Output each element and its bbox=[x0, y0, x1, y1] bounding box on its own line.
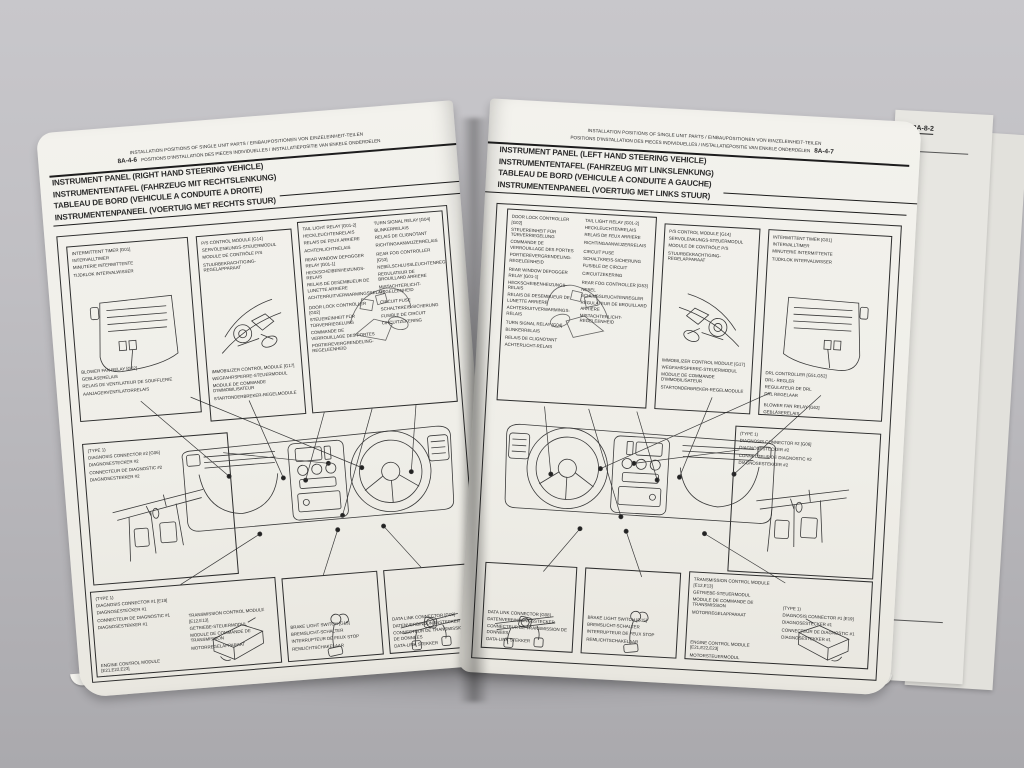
right-page: INSTALLATION POSITIONS OF SINGLE UNIT PA… bbox=[458, 98, 922, 696]
callout-group: P/S CONTROL MODULE [G14]SERVOLENKUNGS-ST… bbox=[201, 234, 289, 273]
dlc-art bbox=[492, 605, 560, 651]
callout-group: IMMOBILIZER CONTROL MODULE [G17]WEGFAHRS… bbox=[211, 362, 299, 401]
callout-box-ecm-tcm-diag1: (TYPE 1)DIAGNOSIS CONNECTOR #1 [E19]DIAG… bbox=[89, 576, 283, 678]
ecm-art bbox=[197, 612, 277, 668]
right-page-number: 8A-4-7 bbox=[814, 147, 834, 156]
relay-cluster-art bbox=[337, 278, 422, 354]
callout-group: DOOR LOCK CONTROLLER [G02]STEUEREINHEIT … bbox=[509, 214, 578, 267]
door-panel-art bbox=[777, 293, 874, 382]
ecm-art bbox=[785, 614, 864, 668]
callout-box-tcm-diag1-ecm: TRANSMISSION CONTROL MODULE [E12,E13]GET… bbox=[684, 571, 873, 670]
callout-group: REAR FOG CONTROLLER [G53]NEBELSCHLUSSLEU… bbox=[376, 247, 454, 296]
dashboard-illustration-rhd bbox=[173, 402, 464, 548]
console-art bbox=[747, 478, 856, 572]
callout-box-data-link: DATA LINK CONNECTOR [G08]DATENVERBINDUNG… bbox=[480, 561, 578, 653]
callout-group: BRAKE LIGHT SWITCH [G15]BREMSLICHT-SCHAL… bbox=[586, 615, 673, 647]
steering-column-art bbox=[670, 283, 746, 365]
callout-group: REAR WINDOW DEFOGGER RELAY [G01-1]HECKSC… bbox=[305, 252, 386, 301]
callout-box-relays: TAIL LIGHT RELAY [G01-2]HECKLEUCHTENRELA… bbox=[296, 210, 458, 414]
right-diagram-frame: DOOR LOCK CONTROLLER [G02]STEUEREINHEIT … bbox=[471, 202, 902, 681]
console-art bbox=[105, 483, 216, 577]
callout-box-ps-immobilizer: P/S CONTROL MODULE [G14]SERVOLENKUNGS-ST… bbox=[195, 228, 307, 422]
leader-lines bbox=[472, 204, 901, 680]
callout-group: REAR FOG CONTROLLER [G53]NEBEL SCHLUSSLE… bbox=[579, 280, 648, 327]
callout-line: ACHTERRUITVERWARMINGS-RELAIS bbox=[506, 304, 570, 317]
callout-box-relays: DOOR LOCK CONTROLLER [G02]STEUEREINHEIT … bbox=[496, 208, 658, 409]
pedal-art bbox=[309, 609, 361, 659]
callout-group: DATA LINK CONNECTOR [G08]DATENVERBINDUNG… bbox=[486, 609, 570, 646]
callout-box-diagnosis2: (TYPE 1)DIAGNOSIS CONNECTOR #2 [G06]DIAG… bbox=[82, 432, 239, 586]
callout-box-diagnosis2: (TYPE 1)DIAGNOSIS CONNECTOR #2 [G06]DIAG… bbox=[727, 425, 882, 580]
pedal-art bbox=[608, 606, 659, 657]
callout-group: (TYPE 1)DIAGNOSIS CONNECTOR #1 [E19]DIAG… bbox=[781, 606, 866, 647]
callout-group: DOOR LOCK CONTROLLER [G02]STEUEREINHEIT … bbox=[309, 300, 377, 354]
dlc-art bbox=[397, 605, 466, 652]
callout-group: TRANSMISSION CONTROL MODULE [E12,E13]GET… bbox=[188, 606, 275, 652]
callout-box-brake-switch: BRAKE LIGHT SWITCH [G15]BREMSLICHT-SCHAL… bbox=[580, 567, 682, 659]
callout-group: BRAKE LIGHT SWITCH [G15]BREMSLICHT-SCHAL… bbox=[290, 618, 378, 652]
callout-box-brake-switch: BRAKE LIGHT SWITCH [G15]BREMSLICHT-SCHAL… bbox=[281, 570, 384, 663]
callout-box-ps-immobilizer: P/S CONTROL MODULE [G14]SERVOLENKUNGS-ST… bbox=[654, 223, 761, 415]
leader-lines bbox=[57, 206, 482, 682]
callout-group: IMMOBILIZER CONTROL MODULE [G17]WEGFAHRS… bbox=[660, 357, 748, 394]
dashboard-illustration-lhd bbox=[496, 401, 784, 541]
callout-group: TAIL LIGHT RELAY [G01-2]HECKLEUCHTENRELA… bbox=[302, 221, 368, 253]
callout-group: TAIL LIGHT RELAY [G01-2]HECKLEUCHTENRELA… bbox=[584, 218, 652, 249]
callout-group: REAR WINDOW DEFOGGER RELAY [G01-1]HECKSC… bbox=[506, 267, 575, 320]
relay-cluster-art bbox=[537, 275, 621, 349]
door-panel-art bbox=[85, 291, 184, 384]
callout-line: PORTIEREVERGRENDELING-REGELEENHEID bbox=[509, 251, 572, 265]
left-page-number: 8A-4-6 bbox=[117, 156, 138, 166]
callout-group: P/S CONTROL MODULE [G14]SERVOLENKUNGS-ST… bbox=[668, 229, 756, 266]
callout-box-data-link: DATA LINK CONNECTOR [G08]DATENVERBINDUNG… bbox=[383, 563, 478, 654]
callout-group: (TYPE 1)DIAGNOSIS CONNECTOR #1 [E19]DIAG… bbox=[95, 590, 184, 660]
callout-group: TRANSMISSION CONTROL MODULE [E12,E13]GET… bbox=[691, 577, 778, 642]
left-page: INSTALLATION POSITIONS OF SINGLE UNIT PA… bbox=[35, 100, 499, 698]
book-spine-shadow bbox=[459, 118, 489, 702]
steering-column-art bbox=[213, 288, 291, 372]
